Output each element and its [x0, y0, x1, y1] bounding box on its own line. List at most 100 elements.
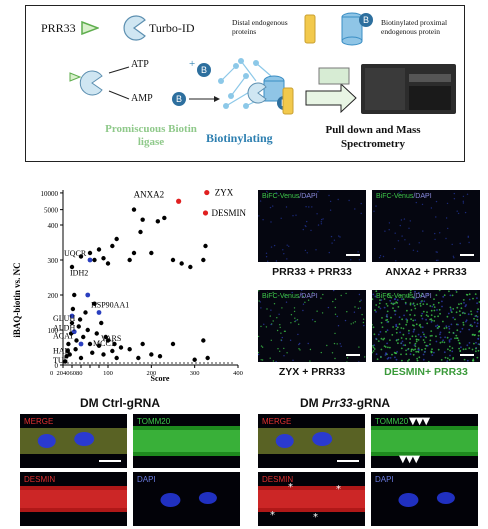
data-point-highlight-blue: [71, 329, 77, 335]
arrowhead-markers: ▼▼▼: [409, 416, 430, 427]
data-point-highlight-blue: [69, 313, 75, 319]
data-point: [87, 341, 93, 347]
data-point: [92, 257, 97, 263]
data-point: [170, 341, 176, 347]
data-point-highlight-red: [176, 198, 182, 204]
bifc-caption-3: ZYX + PRR33: [278, 366, 346, 378]
data-point: [67, 352, 72, 357]
distal-label: Distal endogenous proteins: [232, 18, 288, 36]
scale-bar: [346, 254, 360, 256]
svg-text:B: B: [363, 15, 369, 25]
data-point: [162, 215, 167, 221]
x-tick-label: 400: [233, 370, 243, 377]
y-tick-label: 0: [55, 362, 59, 370]
label-desmin: DESMIN: [212, 208, 247, 218]
micro-label: MERGE: [262, 417, 292, 426]
data-point: [149, 250, 154, 256]
data-point: [87, 250, 93, 256]
schematic-panel: PRR33 Turbo-ID Distal endogenous protein…: [25, 5, 465, 162]
data-point: [149, 352, 154, 357]
prr33-title: DM Prr33-gRNA: [300, 396, 391, 410]
label-acat: ACAT: [53, 332, 74, 341]
svg-text:B: B: [201, 65, 207, 75]
data-point-highlight-blue: [78, 341, 84, 347]
data-point: [74, 338, 79, 343]
micro-panel-red-2: DESMIN: [20, 472, 127, 526]
data-point: [90, 350, 95, 355]
y-axis-label: iBAQ-biotin vs. NC: [12, 262, 22, 337]
x-tick-label: 80: [76, 370, 83, 377]
data-point: [136, 355, 141, 361]
data-point: [127, 347, 132, 352]
asterisk-marker: *: [270, 510, 275, 521]
bifc-legend: BiFC-Venus/DAPI: [376, 293, 432, 300]
data-point: [101, 256, 106, 261]
label-aldh: ALDH: [53, 324, 75, 333]
prr33-triangle-icon: [81, 21, 99, 35]
x-tick-label: 20: [57, 370, 64, 377]
data-point: [205, 355, 210, 361]
scale-bar: [346, 354, 360, 356]
arrowhead-markers: ▼▼▼: [399, 454, 420, 465]
data-point: [110, 348, 115, 354]
data-point-highlight-blue: [87, 257, 93, 263]
asterisk-marker: *: [336, 484, 341, 495]
label-mcc: MCC1: [93, 339, 115, 348]
micro-panel-blue-3: DAPI: [133, 472, 240, 526]
x-tick-label: 40: [63, 370, 70, 377]
biotinylating-label: Biotinylating: [206, 131, 273, 145]
reaction-diagram: B B: [69, 63, 220, 106]
asterisk-marker: *: [288, 482, 293, 493]
x-tick-label: 0: [50, 370, 53, 377]
data-point-highlight-red: [202, 210, 209, 216]
data-point: [157, 354, 163, 359]
biotinylated-protein-icon: B: [341, 12, 373, 46]
label-idh2: IDH2: [70, 269, 88, 278]
turbo-id-label: Turbo-ID: [149, 21, 195, 35]
plus-sign: +: [189, 58, 196, 70]
data-point: [83, 310, 88, 315]
proximal-label: Biotinylated proximal endogenous protein: [381, 18, 448, 36]
data-point: [131, 207, 137, 212]
y-tick-label: 100: [48, 327, 59, 335]
data-point: [201, 257, 206, 263]
data-point: [170, 257, 176, 263]
data-point-highlight-blue: [96, 310, 102, 315]
label-zyx: ZYX: [215, 188, 234, 198]
x-tick-label: 100: [103, 370, 113, 377]
data-point: [192, 357, 197, 362]
label-had: HAD: [53, 346, 71, 355]
bifc-panel-2: BiFC-Venus/DAPI: [372, 190, 480, 262]
scale-bar: [337, 460, 359, 462]
x-tick-label: 300: [190, 370, 200, 377]
data-point: [77, 317, 83, 322]
data-point-highlight-red: [204, 189, 210, 196]
data-point: [201, 338, 206, 343]
data-point: [70, 306, 76, 312]
y-tick-label: 400: [48, 222, 59, 230]
data-point: [131, 250, 137, 256]
data-point: [92, 301, 97, 306]
svg-text:B: B: [176, 94, 182, 104]
x-tick-label: 60: [70, 370, 77, 377]
data-point: [78, 254, 84, 259]
micro-panel-red2-6: DESMIN****: [258, 472, 365, 526]
micro-label: DAPI: [137, 475, 156, 484]
scale-bar: [460, 254, 474, 256]
data-point: [78, 355, 84, 361]
y-tick-label: 5000: [44, 207, 59, 215]
data-point: [140, 217, 145, 222]
atp-label: ATP: [131, 59, 149, 70]
x-tick-label: 200: [146, 370, 156, 377]
ctrl-title: DM Ctrl-gRNA: [80, 396, 160, 410]
asterisk-marker: *: [313, 512, 318, 523]
data-point: [105, 261, 111, 266]
data-point: [140, 341, 145, 347]
data-point: [73, 347, 78, 352]
data-point: [63, 359, 68, 364]
micro-label: MERGE: [24, 417, 54, 426]
data-point: [179, 261, 184, 266]
data-point: [103, 334, 108, 340]
bifc-caption-4: DESMIN+ PRR33: [384, 366, 468, 378]
micro-panel-merge-4: MERGE: [258, 414, 365, 468]
